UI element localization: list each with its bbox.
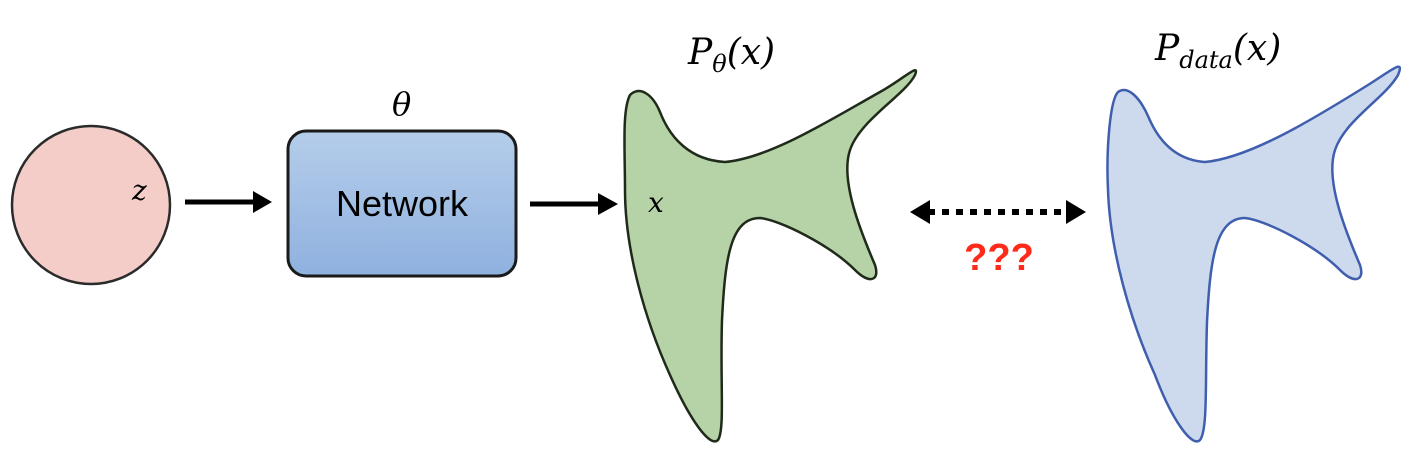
data-dist-title: Pdata(x) — [1154, 28, 1281, 74]
latent-label: z — [131, 174, 147, 207]
model-distribution: Pθ(x) x — [623, 32, 918, 443]
network-box — [286, 129, 518, 278]
latent-circle — [10, 124, 172, 286]
latent-node: z — [10, 124, 172, 286]
data-dist-shape — [1106, 65, 1402, 443]
model-sample-label: x — [648, 186, 664, 219]
arrow-network-to-model — [530, 193, 618, 215]
network-label: Network — [336, 183, 469, 224]
data-distribution: Pdata(x) — [1106, 28, 1402, 443]
arrow-latent-to-network — [185, 191, 272, 213]
network-param-label: θ — [392, 85, 411, 123]
comparison-label: ??? — [964, 237, 1034, 279]
network-node: θ Network — [286, 85, 518, 278]
model-dist-title: Pθ(x) — [687, 32, 775, 78]
comparison-arrow: ??? — [910, 200, 1086, 279]
model-dist-shape — [623, 69, 918, 443]
